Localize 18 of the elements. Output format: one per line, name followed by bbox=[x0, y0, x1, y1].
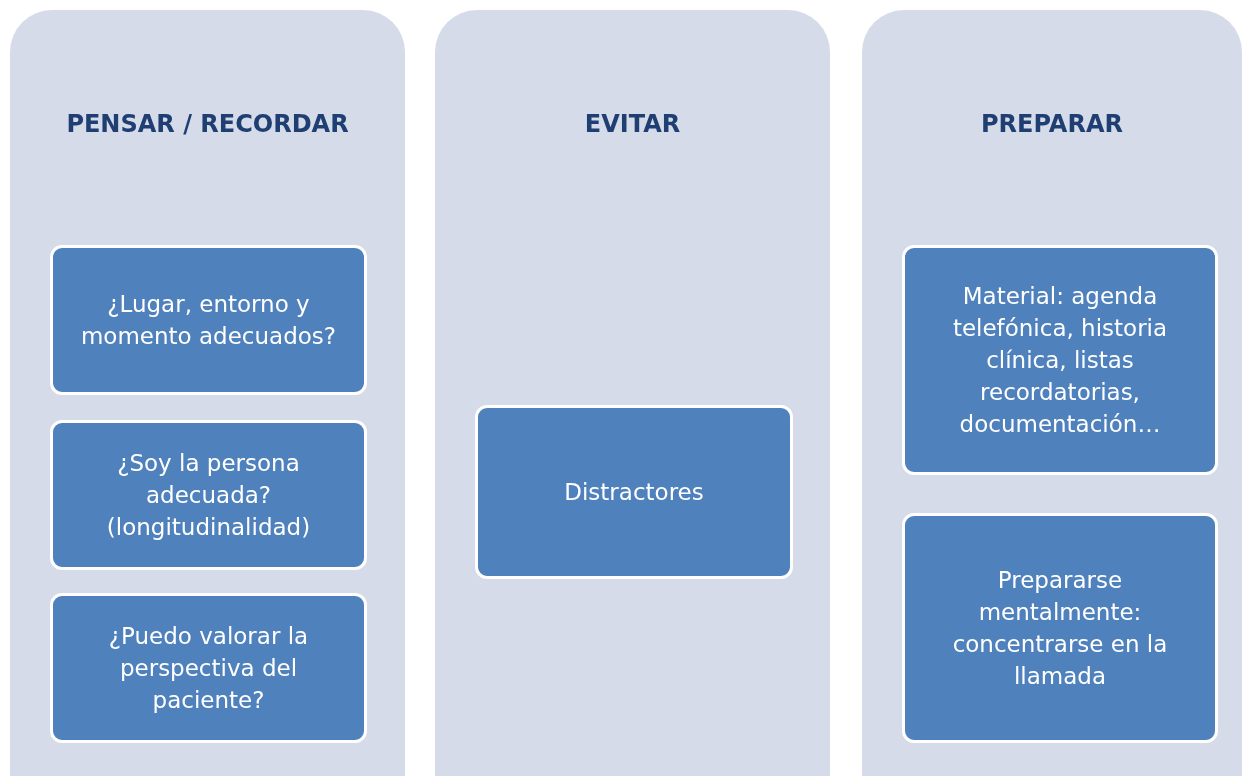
column-panel bbox=[435, 10, 830, 776]
item-card bbox=[50, 593, 367, 743]
card-text: ¿Soy la persona adecuada? (longitudinalidad) bbox=[105, 448, 312, 543]
column-heading: PREPARAR bbox=[980, 110, 1124, 138]
card-text: ¿Lugar, entorno y momento adecuados? bbox=[79, 289, 337, 351]
card-text: Prepararse mentalmente: concentrarse en la llamada bbox=[951, 565, 1169, 692]
item-card bbox=[902, 245, 1218, 475]
item-card bbox=[475, 405, 793, 579]
item-card bbox=[50, 420, 367, 570]
column-heading: PENSAR / RECORDAR bbox=[65, 110, 350, 138]
item-card bbox=[50, 245, 367, 395]
card-text: ¿Puedo valorar la perspectiva del paciente? bbox=[107, 621, 310, 716]
column-heading: EVITAR bbox=[583, 110, 682, 138]
card-text: Distractores bbox=[564, 477, 704, 507]
item-card bbox=[902, 513, 1218, 743]
card-text: Material: agenda telefónica, historia clínica, listas recordatorias, documentación… bbox=[951, 281, 1169, 440]
column-panel bbox=[10, 10, 405, 776]
column-panel bbox=[862, 10, 1242, 776]
